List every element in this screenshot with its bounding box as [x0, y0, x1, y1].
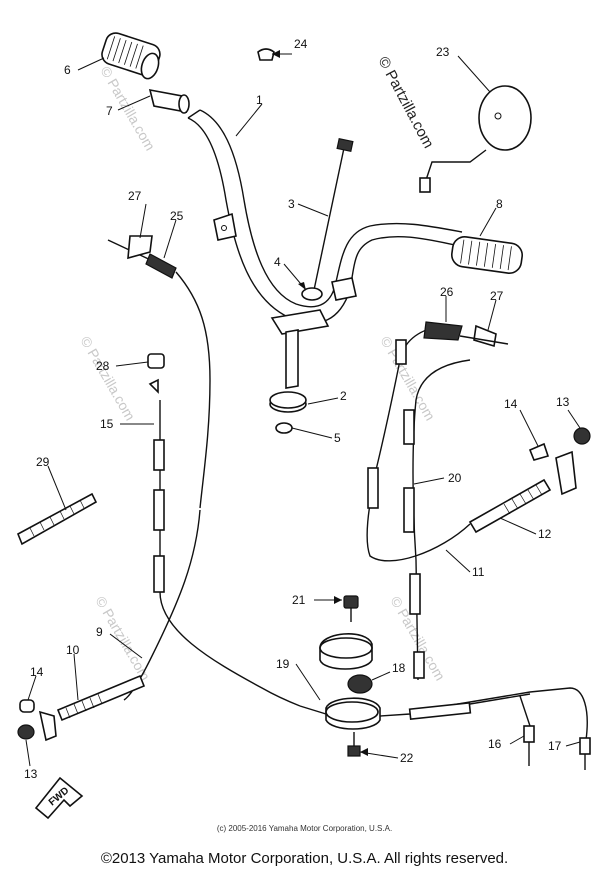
callout-9: 9 [96, 625, 103, 639]
grip-sleeve-part [148, 88, 190, 114]
nut-part [275, 422, 293, 434]
leader-lines [25, 53, 581, 767]
strap-part [16, 492, 98, 546]
callout-13-left: 13 [24, 767, 38, 781]
callout-8: 8 [496, 197, 503, 211]
callout-11: 11 [472, 565, 485, 579]
throttle-cables-part [366, 325, 471, 681]
left-grip-part [101, 32, 161, 80]
watermark-top: © Partzilla.com [374, 54, 436, 151]
diagram-copyright: (c) 2005-2016 Yamaha Motor Corporation, … [216, 824, 393, 833]
right-adjuster-part [468, 478, 552, 534]
callout-5: 5 [334, 431, 341, 445]
callout-27-right: 27 [490, 289, 504, 303]
callout-22: 22 [400, 751, 414, 765]
right-cap-part [573, 427, 591, 445]
left-cap-part [17, 724, 35, 740]
forward-arrow: FWD [34, 776, 84, 820]
junction-box-part [319, 633, 381, 730]
clutch-cable-part [123, 271, 301, 707]
mirror-part [419, 85, 532, 193]
callout-6: 6 [64, 63, 71, 77]
washer-part [301, 287, 323, 301]
right-clip-part [528, 442, 550, 461]
right-grip-part [451, 236, 523, 274]
leader-arrows [272, 50, 368, 756]
callout-16: 16 [488, 737, 502, 751]
callout-4: 4 [274, 255, 281, 269]
callout-14-right: 14 [504, 397, 518, 411]
callout-20: 20 [448, 471, 462, 485]
callout-27-left: 27 [128, 189, 142, 203]
adjuster-nut-part [147, 353, 165, 394]
callout-15: 15 [100, 417, 114, 431]
callout-24: 24 [294, 37, 308, 51]
left-clip-part [19, 699, 35, 713]
left-adjuster-part [56, 674, 146, 722]
callouts: 6 7 1 24 3 4 2 5 23 8 27 25 28 15 29 9 1… [24, 37, 570, 781]
callout-7: 7 [106, 104, 113, 118]
long-bolt-part [313, 137, 354, 291]
damper-part [269, 391, 307, 413]
callout-26: 26 [440, 285, 454, 299]
plug-part [347, 674, 373, 694]
callout-18: 18 [392, 661, 406, 675]
left-lever-holder-part [107, 235, 177, 279]
page-copyright: ©2013 Yamaha Motor Corporation, U.S.A. A… [100, 850, 509, 867]
cap-part [257, 48, 275, 61]
callout-17: 17 [548, 739, 562, 753]
callout-1: 1 [256, 93, 263, 107]
callout-2: 2 [340, 389, 347, 403]
callout-3: 3 [288, 197, 295, 211]
callout-23: 23 [436, 45, 450, 59]
handlebar-part [187, 109, 463, 389]
callout-29: 29 [36, 455, 50, 469]
watermark-2: © Partzilla.com [77, 334, 138, 424]
callout-10: 10 [66, 643, 80, 657]
bottom-bolt-part [347, 732, 361, 757]
callout-13-right: 13 [556, 395, 570, 409]
screw-part [343, 595, 359, 622]
callout-19: 19 [276, 657, 290, 671]
callout-28: 28 [96, 359, 110, 373]
callout-25: 25 [170, 209, 184, 223]
right-lever-holder-part [423, 321, 509, 348]
callout-12: 12 [538, 527, 552, 541]
carb-cables-part [299, 687, 591, 770]
callout-21: 21 [292, 593, 306, 607]
callout-14-left: 14 [30, 665, 44, 679]
